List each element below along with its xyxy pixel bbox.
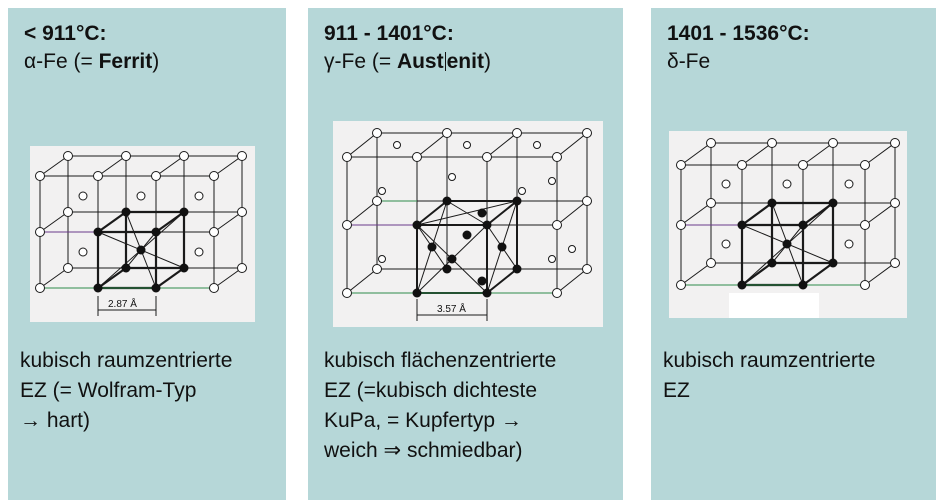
bcc-lattice-svg — [676, 138, 900, 318]
fcc-lattice-svg: 3.57 Å — [342, 128, 592, 321]
panel-title: < 911°C: — [24, 22, 107, 45]
phase-suffix: ) — [152, 50, 160, 73]
panel-alpha-iron: < 911°C: α-Fe (= Ferrit) — [8, 8, 286, 500]
phase-prefix: γ-Fe (= — [324, 50, 397, 73]
phase-name: δ-Fe — [667, 50, 711, 73]
phase-prefix: α-Fe (= — [24, 50, 99, 73]
phase-bold-a: Aust — [396, 50, 444, 73]
description: kubisch raumzentrierte EZ (= Wolfram-Typ… — [20, 349, 233, 432]
description: kubisch raumzentrierte EZ — [663, 349, 876, 402]
phase-suffix: ) — [483, 50, 491, 73]
phase-name: α-Fe (= Ferrit) — [24, 50, 159, 74]
text-cursor — [444, 52, 446, 71]
bcc-lattice-svg: 2.87 Å — [35, 151, 247, 316]
fcc-lattice-figure: 3.57 Å — [333, 121, 603, 327]
bcc-lattice-figure: 2.87 Å — [30, 146, 255, 322]
phase-bold: Ferrit — [98, 50, 153, 73]
panel-delta-iron: 1401 - 1536°C: δ-Fe — [651, 8, 936, 500]
whiteout-patch — [729, 293, 819, 318]
bcc-lattice-figure — [669, 131, 907, 318]
description: kubisch flächenzentrierte EZ (=kubisch d… — [324, 349, 557, 462]
phase-bold-b: enit — [446, 50, 484, 73]
dimension-label: 2.87 Å — [108, 297, 137, 310]
panel-title: 911 - 1401°C: — [324, 22, 454, 45]
panel-title: 1401 - 1536°C: — [667, 22, 810, 45]
dimension-label: 3.57 Å — [437, 302, 466, 315]
